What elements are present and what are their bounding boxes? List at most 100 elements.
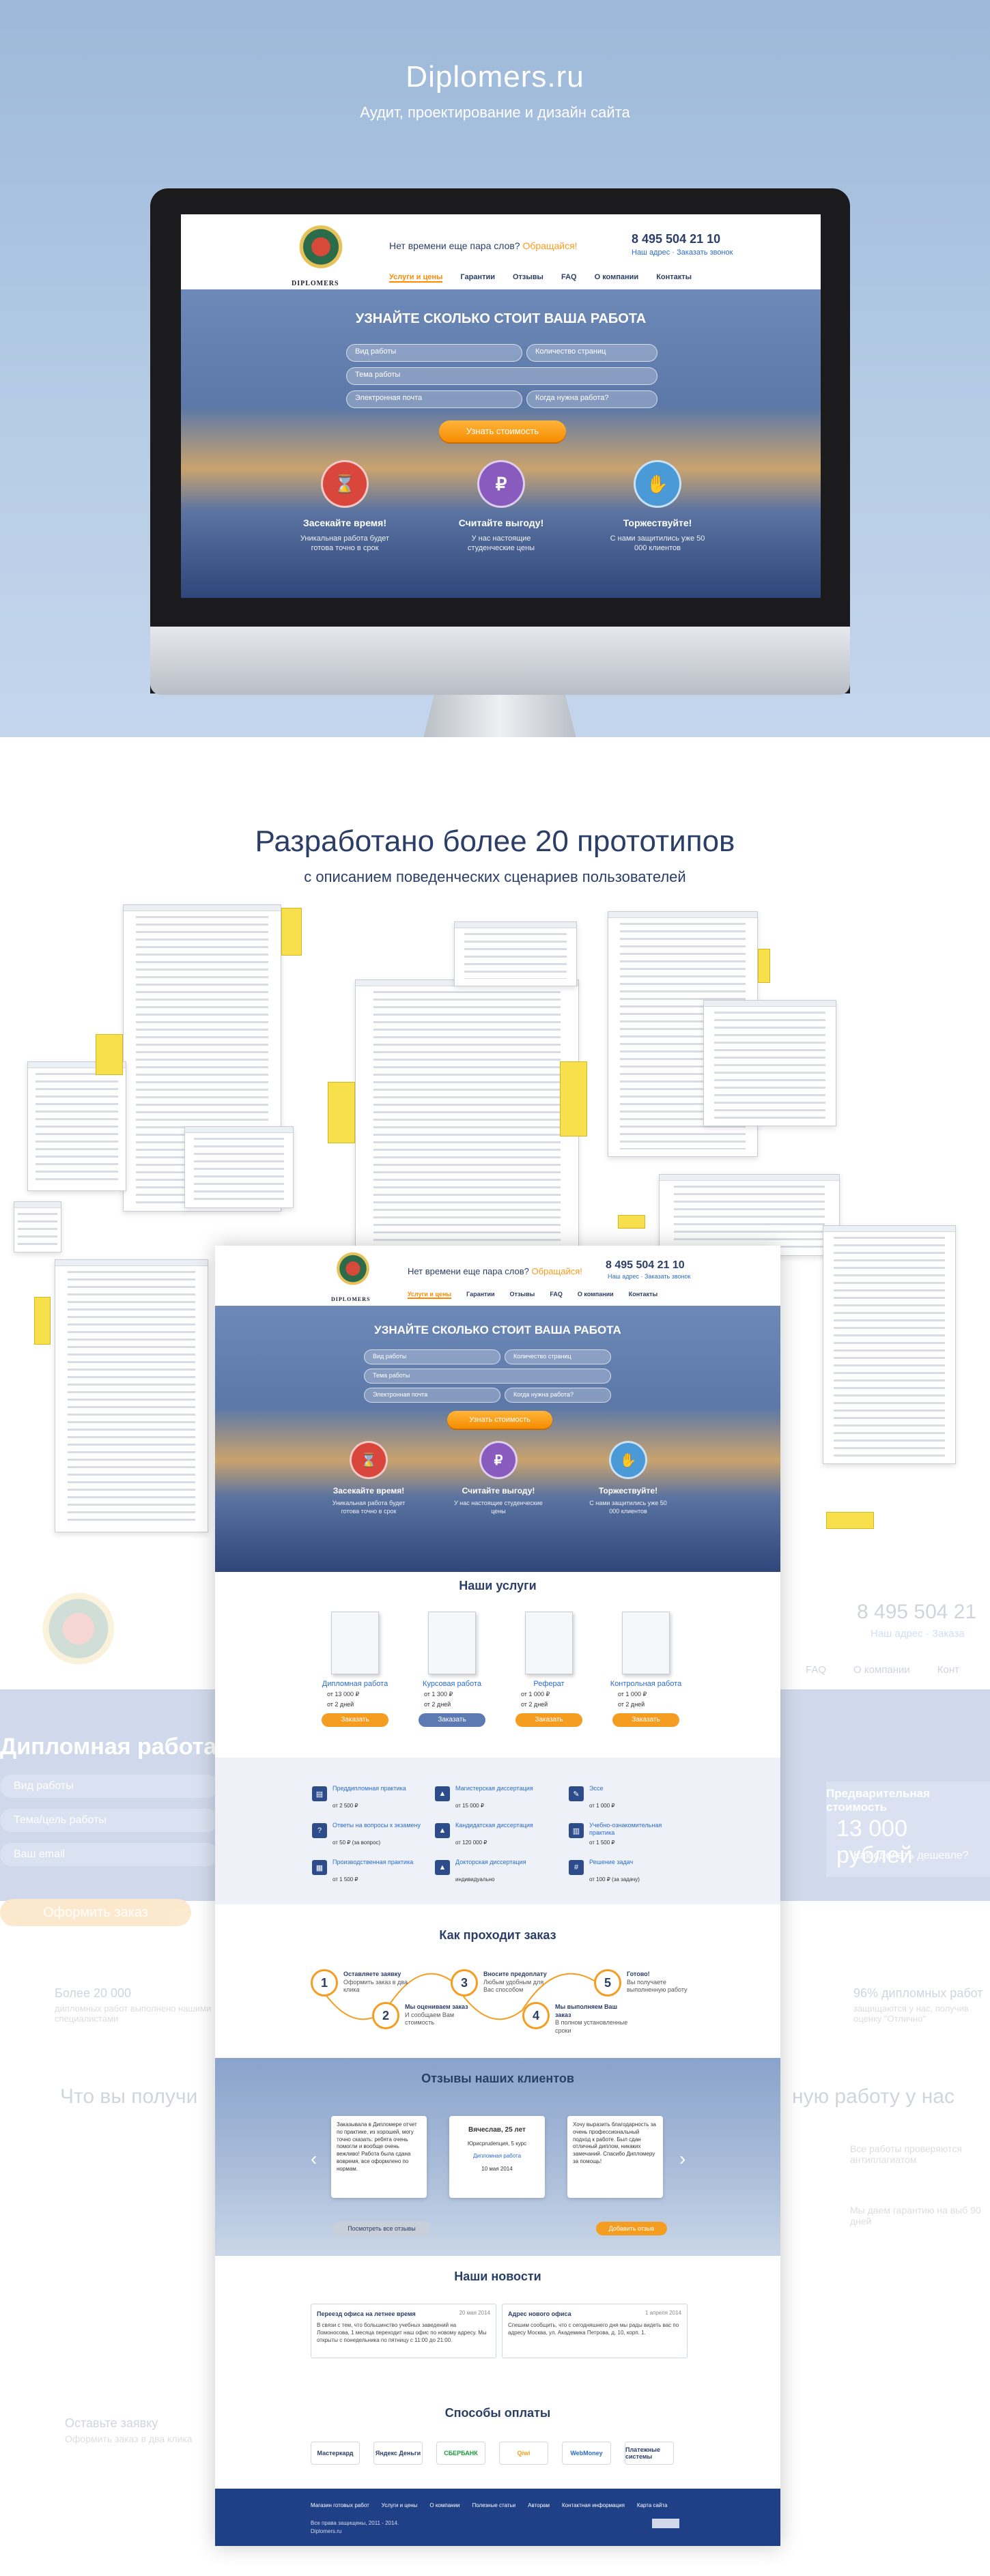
step-number: 5 [594, 1969, 621, 1997]
graduation-icon: ▲ [435, 1823, 450, 1838]
payment-systems[interactable]: Платежные системы [625, 2442, 674, 2465]
callback-link[interactable]: Заказать звонок [677, 248, 733, 257]
menu-item-contacts[interactable]: Контакты [628, 1291, 658, 1298]
calc-button[interactable]: Узнать стоимость [439, 420, 566, 442]
topic-input[interactable]: Тема работы [364, 1369, 611, 1384]
prototypes-subtitle: с описанием поведенческих сценариев поль… [304, 868, 686, 885]
main-menu: Услуги и цены Гарантии Отзывы FAQ О комп… [389, 273, 692, 283]
logo-icon[interactable] [290, 224, 352, 281]
payment-qiwi[interactable]: Qiwi [499, 2442, 548, 2465]
address-link[interactable]: Наш адрес [608, 1273, 639, 1280]
service-name[interactable]: Курсовая работа [423, 1680, 481, 1688]
more-service-name[interactable]: Кандидатская диссертация [455, 1822, 533, 1829]
question-link[interactable]: Обращайся! [522, 240, 578, 251]
more-service-name[interactable]: Решение задач [589, 1859, 634, 1865]
footer-link[interactable]: Контактная информация [561, 2502, 625, 2508]
menu-item-contacts[interactable]: Контакты [656, 273, 692, 281]
menu-item-about[interactable]: О компании [577, 1291, 614, 1298]
logo-icon[interactable] [330, 1251, 376, 1295]
menu-item-reviews[interactable]: Отзывы [512, 273, 543, 281]
payment-mastercard[interactable]: Мастеркард [311, 2442, 360, 2465]
menu-item-about[interactable]: О компании [594, 273, 639, 281]
question-link[interactable]: Обращайся! [531, 1266, 582, 1276]
feature-celebrate: ✋ Торжествуйте! С нами защитились уже 50… [606, 460, 709, 554]
date-input[interactable]: Когда нужна работа? [505, 1388, 611, 1403]
chevron-right-icon[interactable]: › [679, 2148, 686, 2169]
work-type-select[interactable]: Вид работы [364, 1349, 500, 1364]
more-service-name[interactable]: Эссе [589, 1785, 604, 1792]
service-name[interactable]: Реферат [533, 1680, 565, 1688]
calc-banner: УЗНАЙТЕ СКОЛЬКО СТОИТ ВАША РАБОТА Вид ра… [215, 1306, 780, 1572]
review-line: Вячеслав, 25 лет [468, 2126, 526, 2134]
service-name[interactable]: Контрольная работа [610, 1680, 682, 1688]
chevron-left-icon[interactable]: ‹ [311, 2148, 317, 2169]
all-reviews-button[interactable]: Посмотреть все отзывы [333, 2222, 431, 2235]
menu-item-services[interactable]: Услуги и цены [408, 1291, 452, 1299]
more-service-name[interactable]: Магистерская диссертация [455, 1785, 533, 1792]
menu-item-services[interactable]: Услуги и цены [389, 273, 443, 283]
more-service-name[interactable]: Производственная практика [333, 1859, 414, 1865]
document-icon [331, 1612, 379, 1674]
more-service-name[interactable]: Преддипломная практика [333, 1785, 406, 1792]
payment-yandex[interactable]: Яндекс Деньги [373, 2442, 423, 2465]
header-phone[interactable]: 8 495 504 21 10 [606, 1259, 685, 1271]
more-service-name[interactable]: Ответы на вопросы к экзамену [333, 1822, 421, 1829]
footer-link[interactable]: О компании [429, 2502, 460, 2508]
footer-links: Магазин готовых работ Услуги и цены О ко… [311, 2502, 668, 2508]
menu-item-faq[interactable]: FAQ [561, 273, 577, 281]
news-text: В связи с тем, что большинство учебных з… [317, 2322, 487, 2343]
order-button[interactable]: Заказать [322, 1713, 388, 1727]
service-name[interactable]: Дипломная работа [322, 1680, 388, 1688]
menu-item-guarantees[interactable]: Гарантии [460, 273, 495, 281]
work-type-select[interactable]: Вид работы [346, 344, 522, 362]
service-price: от 13 000 ₽ [327, 1691, 360, 1698]
email-input[interactable]: Электронная почта [346, 390, 522, 408]
news-card: Адрес нового офиса Спешим сообщить, что … [502, 2304, 688, 2358]
menu-item-guarantees[interactable]: Гарантии [466, 1291, 495, 1298]
menu-item-reviews[interactable]: Отзывы [509, 1291, 535, 1298]
address-link[interactable]: Наш адрес [632, 248, 670, 257]
payment-webmoney[interactable]: WebMoney [562, 2442, 611, 2465]
footer-link[interactable]: Услуги и цены [381, 2502, 418, 2508]
calc-button[interactable]: Узнать стоимость [447, 1411, 552, 1429]
more-service-name[interactable]: Докторская диссертация [455, 1859, 526, 1865]
pages-input[interactable]: Количество страниц [505, 1349, 611, 1364]
date-input[interactable]: Когда нужна работа? [526, 390, 657, 408]
feature-desc: С нами защитились уже 50 000 клиентов [589, 1500, 667, 1515]
callback-link[interactable]: Заказать звонок [645, 1273, 691, 1280]
footer-link[interactable]: Магазин готовых работ [311, 2502, 369, 2508]
site-header: DIPLOMERS Нет времени еще пара слов? Обр… [215, 1246, 780, 1306]
more-service-name[interactable]: Учебно-ознакомительная практика [589, 1822, 662, 1836]
footer-link[interactable]: Карта сайта [636, 2502, 668, 2508]
step-title: Мы оцениваем заказ [405, 2003, 468, 2010]
order-button[interactable]: Заказать [612, 1713, 679, 1727]
footer-link[interactable]: Авторам [528, 2502, 550, 2508]
menu-item-faq[interactable]: FAQ [550, 1291, 563, 1298]
feature-desc: У нас настоящие студенческие цены [454, 1500, 543, 1515]
footer-link[interactable]: Полезные статьи [472, 2502, 516, 2508]
order-button[interactable]: Заказать [419, 1713, 485, 1727]
pages-input[interactable]: Количество страниц [526, 344, 657, 362]
header-phone[interactable]: 8 495 504 21 10 [632, 232, 721, 246]
sticky-note [618, 1215, 645, 1229]
news-title-link[interactable]: Адрес нового офиса [508, 2310, 571, 2317]
calc-banner: УЗНАЙТЕ СКОЛЬКО СТОИТ ВАША РАБОТА Вид ра… [181, 289, 821, 598]
email-input[interactable]: Электронная почта [364, 1388, 500, 1403]
sticky-note [34, 1297, 51, 1345]
payment-sberbank[interactable]: СБЕРБАНК [436, 2442, 485, 2465]
add-review-button[interactable]: Добавить отзыв [596, 2222, 667, 2235]
topic-input[interactable]: Тема работы [346, 367, 657, 385]
order-button[interactable]: Заказать [515, 1713, 582, 1727]
news-title-link[interactable]: Переезд офиса на летнее время [317, 2310, 416, 2317]
